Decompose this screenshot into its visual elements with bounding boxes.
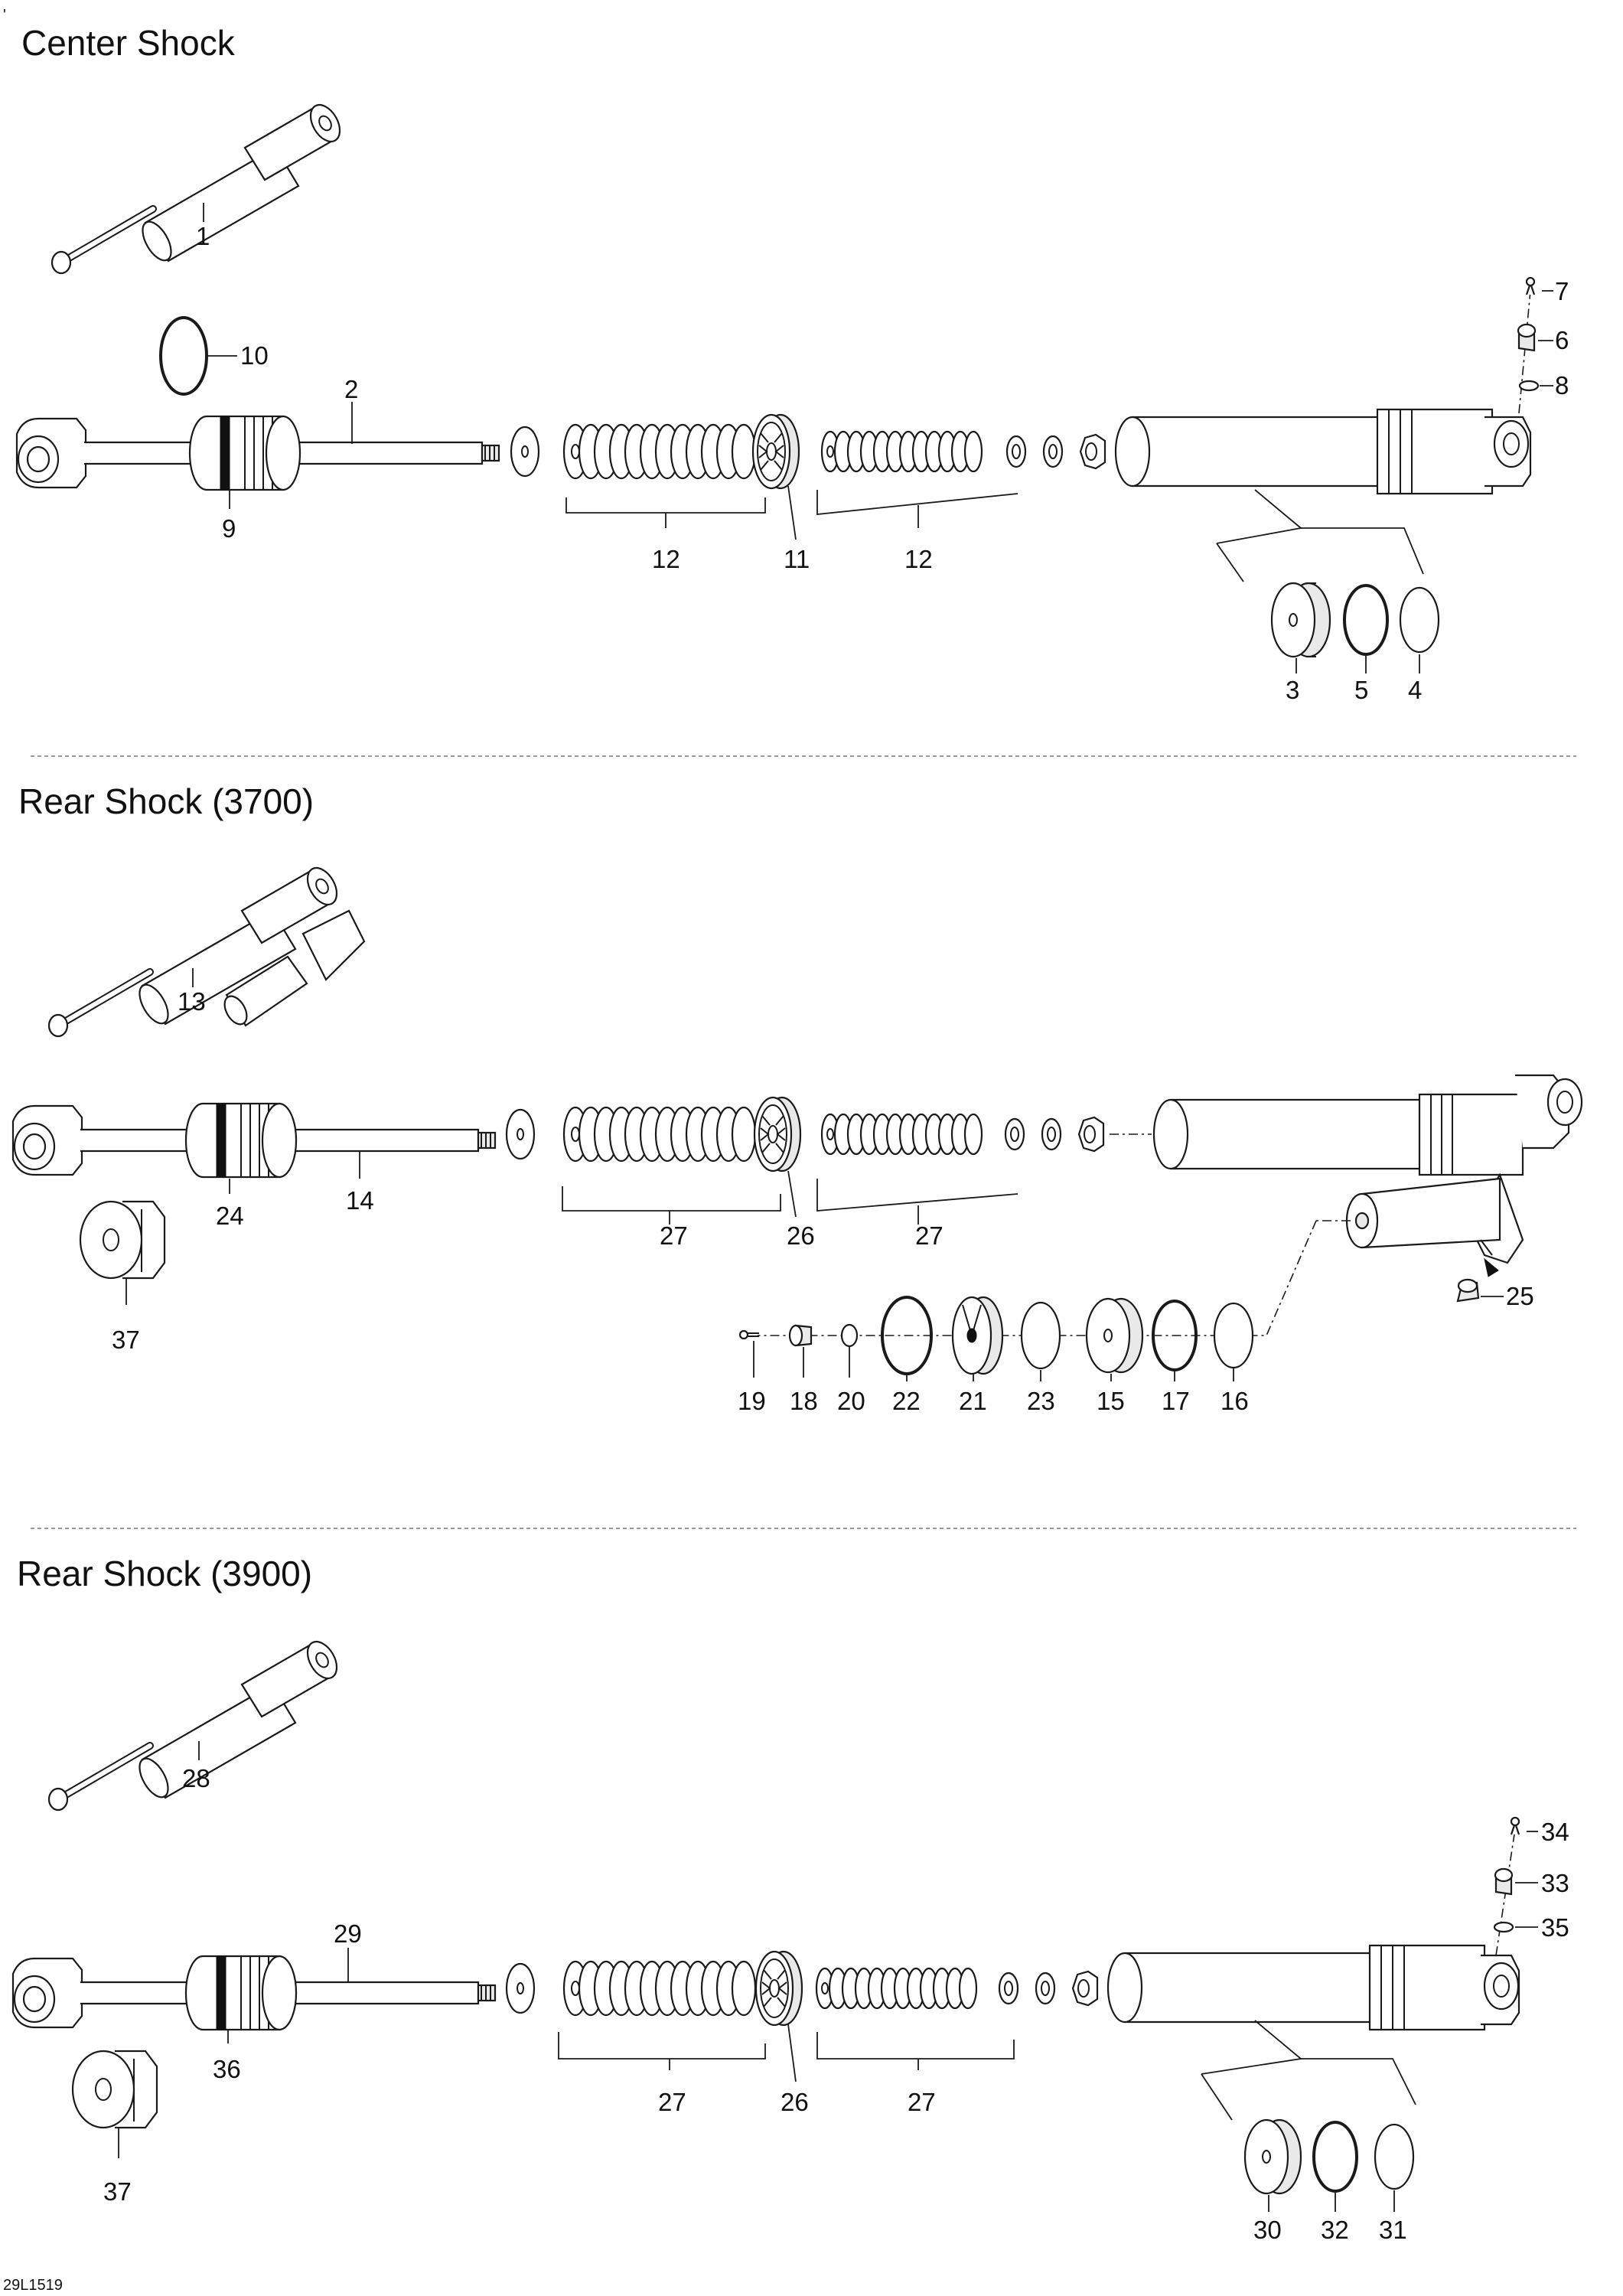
part-12-shim-pack-right <box>820 430 983 473</box>
callout-27-right-3900: 27 <box>908 2088 936 2116</box>
callout-34: 34 <box>1541 1818 1569 1846</box>
callout-9: 9 <box>222 514 236 543</box>
part-27-shim-pack-right <box>820 1113 983 1156</box>
part-27-shim-pack-left <box>562 1106 757 1163</box>
callout-12-left: 12 <box>652 545 680 573</box>
part-19-screw <box>738 1329 759 1340</box>
callout-35: 35 <box>1541 1913 1569 1942</box>
part-13-rear-shock-assembly <box>49 863 366 1036</box>
part-6-valve <box>1517 323 1537 352</box>
part-4-disc <box>1399 586 1440 654</box>
callout-16: 16 <box>1221 1387 1249 1415</box>
part-35-o-ring <box>1493 1921 1514 1933</box>
part-31-disc <box>1374 2123 1415 2190</box>
callout-17: 17 <box>1162 1387 1190 1415</box>
part-11-piston <box>751 413 800 490</box>
part-16-disc <box>1213 1302 1254 1369</box>
part-14-shock-rod <box>11 1102 497 1179</box>
callout-30: 30 <box>1253 2216 1282 2244</box>
callout-27-left: 27 <box>660 1221 688 1250</box>
part-8-o-ring <box>1518 380 1540 392</box>
shock-body-rear-3700 <box>1152 1074 1583 1264</box>
part-26-piston <box>753 1096 802 1172</box>
callout-1: 1 <box>196 222 210 250</box>
callout-18: 18 <box>790 1387 818 1415</box>
callout-24: 24 <box>216 1202 244 1230</box>
callout-22: 22 <box>892 1387 921 1415</box>
callout-10: 10 <box>240 341 269 370</box>
part-5-ring <box>1343 584 1389 656</box>
callout-20: 20 <box>837 1387 865 1415</box>
part-27-shim-pack-right-3900 <box>815 1967 978 2010</box>
part-37-bushing-lower <box>71 2050 158 2129</box>
section-title-rear-shock-3700: Rear Shock (3700) <box>18 781 314 821</box>
part-15-floating-piston <box>1085 1297 1144 1374</box>
callout-36: 36 <box>213 2055 241 2083</box>
shock-body-rear-3900 <box>1106 1944 1520 2031</box>
part-2-shock-rod <box>15 415 500 491</box>
shock-body-center <box>1114 408 1532 495</box>
part-32-ring <box>1312 2121 1358 2193</box>
callout-13: 13 <box>178 987 206 1016</box>
callout-29: 29 <box>334 1919 362 1948</box>
part-37-bushing <box>79 1200 166 1280</box>
part-18-valve <box>788 1324 813 1347</box>
part-20-o-ring <box>840 1323 859 1348</box>
callout-27-left-3900: 27 <box>658 2088 686 2116</box>
callout-33: 33 <box>1541 1869 1569 1897</box>
part-26-piston-3900 <box>754 1950 803 2027</box>
callout-5: 5 <box>1354 676 1368 704</box>
callout-4: 4 <box>1408 676 1422 704</box>
callout-23: 23 <box>1027 1387 1055 1415</box>
part-7-screw <box>1525 276 1536 295</box>
callout-21: 21 <box>959 1387 987 1415</box>
part-29-shock-rod <box>11 1955 497 2031</box>
callout-26-top: 26 <box>787 1221 815 1250</box>
callout-28: 28 <box>182 1764 210 1792</box>
callout-27-right: 27 <box>915 1221 943 1250</box>
callout-32: 32 <box>1321 2216 1349 2244</box>
callout-15: 15 <box>1097 1387 1125 1415</box>
callout-8: 8 <box>1555 371 1569 400</box>
callout-26-bottom: 26 <box>781 2088 809 2116</box>
callout-7: 7 <box>1555 277 1569 305</box>
part-21-cap <box>951 1296 1004 1375</box>
part-34-screw <box>1510 1816 1520 1835</box>
section-title-center-shock: Center Shock <box>21 23 236 63</box>
svg-text:': ' <box>3 7 6 24</box>
callout-3: 3 <box>1286 676 1299 704</box>
callout-14: 14 <box>346 1186 374 1215</box>
callout-2: 2 <box>344 375 358 403</box>
callout-12-right: 12 <box>904 545 933 573</box>
callout-6: 6 <box>1555 326 1569 354</box>
part-25-cap <box>1456 1278 1480 1303</box>
part-23-disc <box>1020 1301 1061 1370</box>
part-27-shim-pack-left-3900 <box>562 1960 757 2017</box>
part-3-floating-piston <box>1270 582 1331 658</box>
figure-code: 29L1519 <box>3 2277 63 2294</box>
callout-37-bottom: 37 <box>103 2177 132 2206</box>
callout-19: 19 <box>738 1387 766 1415</box>
callout-25: 25 <box>1506 1282 1534 1310</box>
section-title-rear-shock-3900: Rear Shock (3900) <box>17 1554 312 1593</box>
callout-31: 31 <box>1379 2216 1407 2244</box>
callout-11: 11 <box>784 545 810 573</box>
part-10-snap-ring <box>159 316 208 396</box>
part-30-floating-piston <box>1243 2118 1302 2195</box>
part-12-shim-pack-left <box>562 423 757 480</box>
callout-37-top: 37 <box>112 1326 140 1354</box>
part-33-valve <box>1494 1867 1514 1896</box>
